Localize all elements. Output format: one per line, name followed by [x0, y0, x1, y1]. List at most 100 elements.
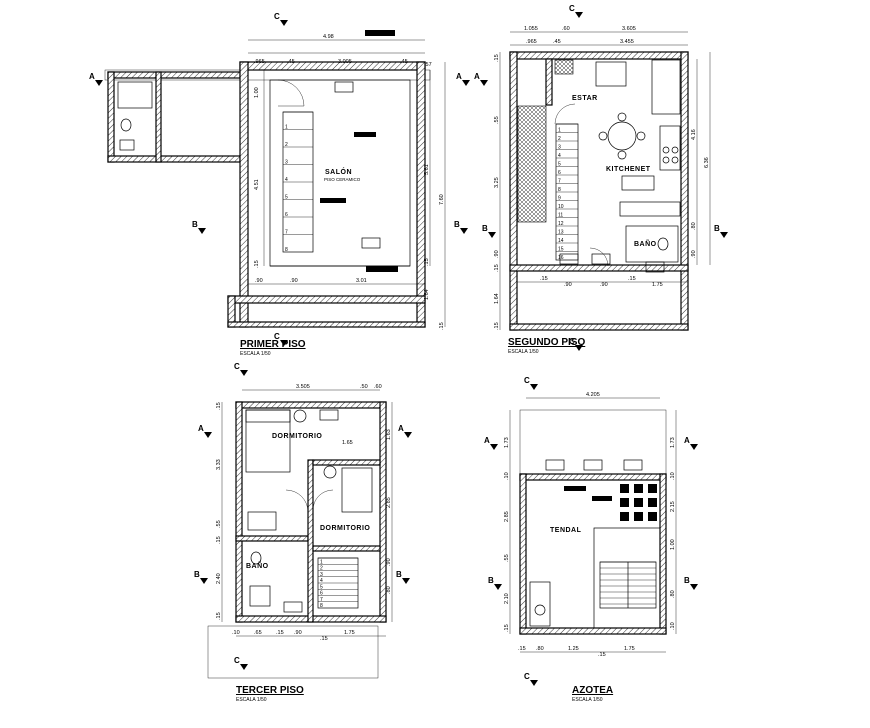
plan-title-primer: PRIMER PISO — [240, 339, 306, 350]
wall — [227, 295, 426, 304]
skylight-cell — [620, 512, 629, 521]
dim-text: .90 — [494, 250, 500, 258]
stove-burner — [671, 146, 679, 154]
step-number: 5 — [285, 195, 288, 201]
label-tag — [354, 132, 376, 137]
section-arrow — [402, 578, 410, 584]
outlet-symbol — [591, 253, 611, 265]
dim-text: .60 — [374, 384, 382, 390]
plan-scale-tercer: ESCALA 1/50 — [236, 697, 267, 703]
chair — [617, 112, 627, 122]
dim-text: .15 — [598, 652, 606, 658]
dim-text: .15 — [494, 322, 500, 330]
step-number: 1 — [320, 559, 323, 565]
skylight-cell — [634, 498, 643, 507]
sink — [119, 139, 135, 151]
shower-tray — [117, 81, 153, 109]
section-letter: B — [396, 570, 402, 579]
section-arrow — [530, 680, 538, 686]
dim-text: .10 — [232, 630, 240, 636]
dim-text: .965 — [254, 59, 265, 65]
dim-text: .15 — [216, 402, 222, 410]
wall — [107, 71, 241, 79]
wall — [416, 61, 426, 328]
wall — [659, 473, 667, 635]
dim-text: .50 — [360, 384, 368, 390]
section-letter: A — [198, 424, 204, 433]
step-number: 1 — [558, 128, 561, 134]
step-number: 14 — [558, 238, 564, 244]
dim-text: .45 — [287, 59, 295, 65]
section-letter: C — [524, 376, 530, 385]
toilet — [657, 237, 669, 251]
section-letter: A — [398, 424, 404, 433]
section-letter: B — [454, 220, 460, 229]
step-number: 4 — [320, 578, 323, 584]
dim-text: 2.15 — [670, 501, 676, 512]
wall — [509, 51, 689, 60]
outlet-symbol — [334, 81, 354, 93]
wall — [680, 51, 689, 331]
door-swing — [312, 489, 334, 511]
dim-text: .90 — [600, 282, 608, 288]
dim-text: .80 — [670, 590, 676, 598]
dining-table — [607, 121, 637, 151]
section-arrow — [240, 664, 248, 670]
dim-text: 1.73 — [670, 437, 676, 448]
section-arrow — [690, 444, 698, 450]
skylight-cell — [648, 512, 657, 521]
room-label-salon: SALÓN — [325, 167, 352, 176]
section-letter: C — [234, 362, 240, 371]
wall — [239, 61, 249, 328]
plan-title-segundo: SEGUNDO PISO — [508, 337, 585, 348]
dim-text: .15 — [320, 636, 328, 642]
section-letter: B — [192, 220, 198, 229]
ventilation-duct — [517, 105, 547, 223]
outlet-symbol — [283, 601, 303, 613]
dim-text: .10 — [504, 472, 510, 480]
step-number: 3 — [558, 145, 561, 151]
label-tag — [365, 30, 395, 36]
parapet-outline — [519, 409, 667, 477]
step-number: 8 — [558, 187, 561, 193]
step-number: 1 — [285, 125, 288, 131]
section-letter: B — [194, 570, 200, 579]
section-arrow — [95, 80, 103, 86]
wardrobe — [247, 511, 277, 531]
chair — [598, 131, 608, 141]
step-number: 9 — [558, 196, 561, 202]
door-swing — [554, 103, 576, 125]
dim-text: .15 — [439, 322, 445, 330]
outlet-symbol — [623, 459, 643, 471]
step-number: 5 — [320, 584, 323, 590]
lamp — [323, 465, 337, 479]
skylight-cell — [634, 512, 643, 521]
sink-drain — [534, 604, 546, 616]
wall — [107, 155, 241, 163]
dim-text: .15 — [216, 536, 222, 544]
toilet — [250, 551, 262, 565]
dim-text: 2.40 — [216, 573, 222, 584]
skylight-cell — [648, 484, 657, 493]
dim-text: .90 — [290, 278, 298, 284]
dim-text: .80 — [386, 586, 392, 594]
section-arrow — [575, 12, 583, 18]
lamp — [293, 409, 307, 423]
door-swing — [285, 489, 309, 513]
section-letter: A — [484, 436, 490, 445]
dim-text: .15 — [276, 630, 284, 636]
dim-text: .90 — [294, 630, 302, 636]
section-letter: C — [234, 656, 240, 665]
section-letter: B — [684, 576, 690, 585]
section-letter: C — [524, 672, 530, 681]
dim-text: 2.85 — [386, 497, 392, 508]
wall — [155, 71, 162, 163]
section-letter: C — [274, 332, 280, 341]
shower-tray — [249, 585, 271, 607]
section-letter: C — [274, 12, 280, 21]
section-letter: A — [684, 436, 690, 445]
door-swing — [589, 247, 609, 267]
step-number: 7 — [285, 230, 288, 236]
